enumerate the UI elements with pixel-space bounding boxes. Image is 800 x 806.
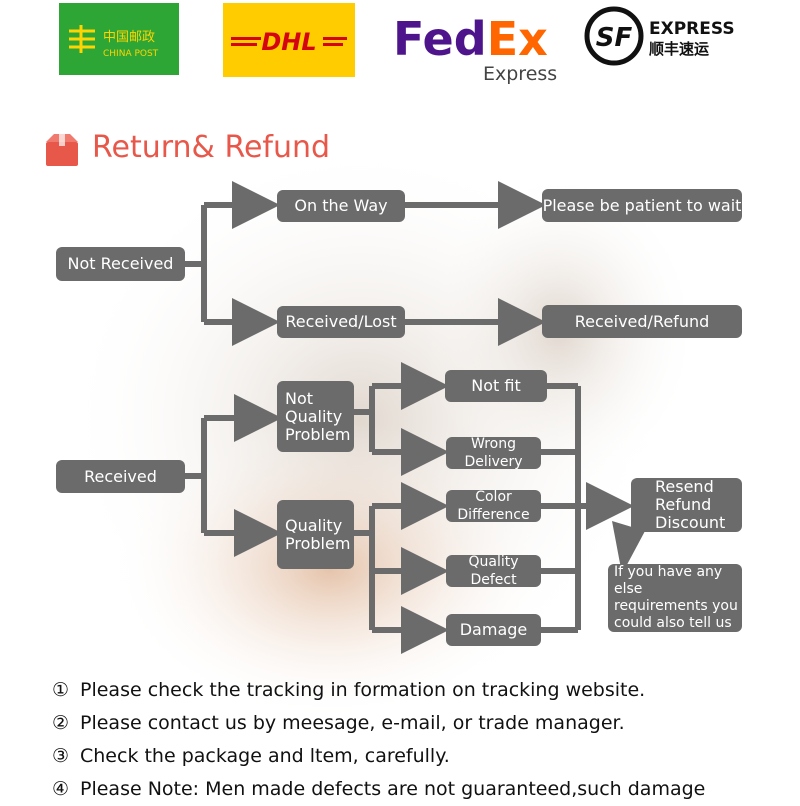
fedex-logo: FedEx Express bbox=[393, 10, 573, 90]
node-received-lost: Received/Lost bbox=[277, 306, 405, 338]
sf-express-cn: 顺丰速运 bbox=[649, 40, 709, 58]
node-on-the-way: On the Way bbox=[277, 190, 405, 222]
fedex-express: Express bbox=[483, 63, 557, 85]
node-damage: Damage bbox=[446, 614, 541, 646]
node-not-received: Not Received bbox=[56, 247, 185, 281]
node-not-quality-problem: Not Quality Problem bbox=[277, 381, 354, 452]
callout-other-requirements: If you have any else requirements you co… bbox=[608, 564, 742, 632]
page-title: Return& Refund bbox=[92, 130, 331, 165]
sf-express-logo: SF EXPRESS 顺丰速运 bbox=[582, 4, 742, 76]
china-post-logo: 中国邮政 CHINA POST bbox=[59, 3, 179, 75]
svg-text:FedEx: FedEx bbox=[393, 12, 548, 66]
package-icon bbox=[46, 134, 78, 166]
china-post-en: CHINA POST bbox=[103, 49, 159, 59]
node-be-patient: Please be patient to wait bbox=[542, 189, 742, 222]
sf-mark: SF bbox=[596, 23, 633, 53]
sf-express-en: EXPRESS bbox=[649, 19, 735, 39]
node-not-fit: Not fit bbox=[445, 370, 547, 402]
node-wrong-delivery: Wrong Delivery bbox=[446, 436, 541, 470]
node-received: Received bbox=[56, 460, 185, 493]
node-received-refund: Received/Refund bbox=[542, 305, 742, 338]
dhl-text: DHL bbox=[261, 28, 316, 56]
fedex-fed: Fed bbox=[393, 12, 487, 66]
fedex-ex: Ex bbox=[487, 12, 548, 66]
china-post-cn: 中国邮政 bbox=[103, 30, 155, 45]
node-color-difference: Color Difference bbox=[446, 489, 541, 523]
node-quality-problem: Quality Problem bbox=[277, 500, 354, 569]
dhl-logo: DHL bbox=[223, 3, 355, 77]
node-resend-refund-discount: Resend Refund Discount bbox=[631, 478, 742, 532]
node-quality-defect: Quality Defect bbox=[446, 554, 541, 588]
